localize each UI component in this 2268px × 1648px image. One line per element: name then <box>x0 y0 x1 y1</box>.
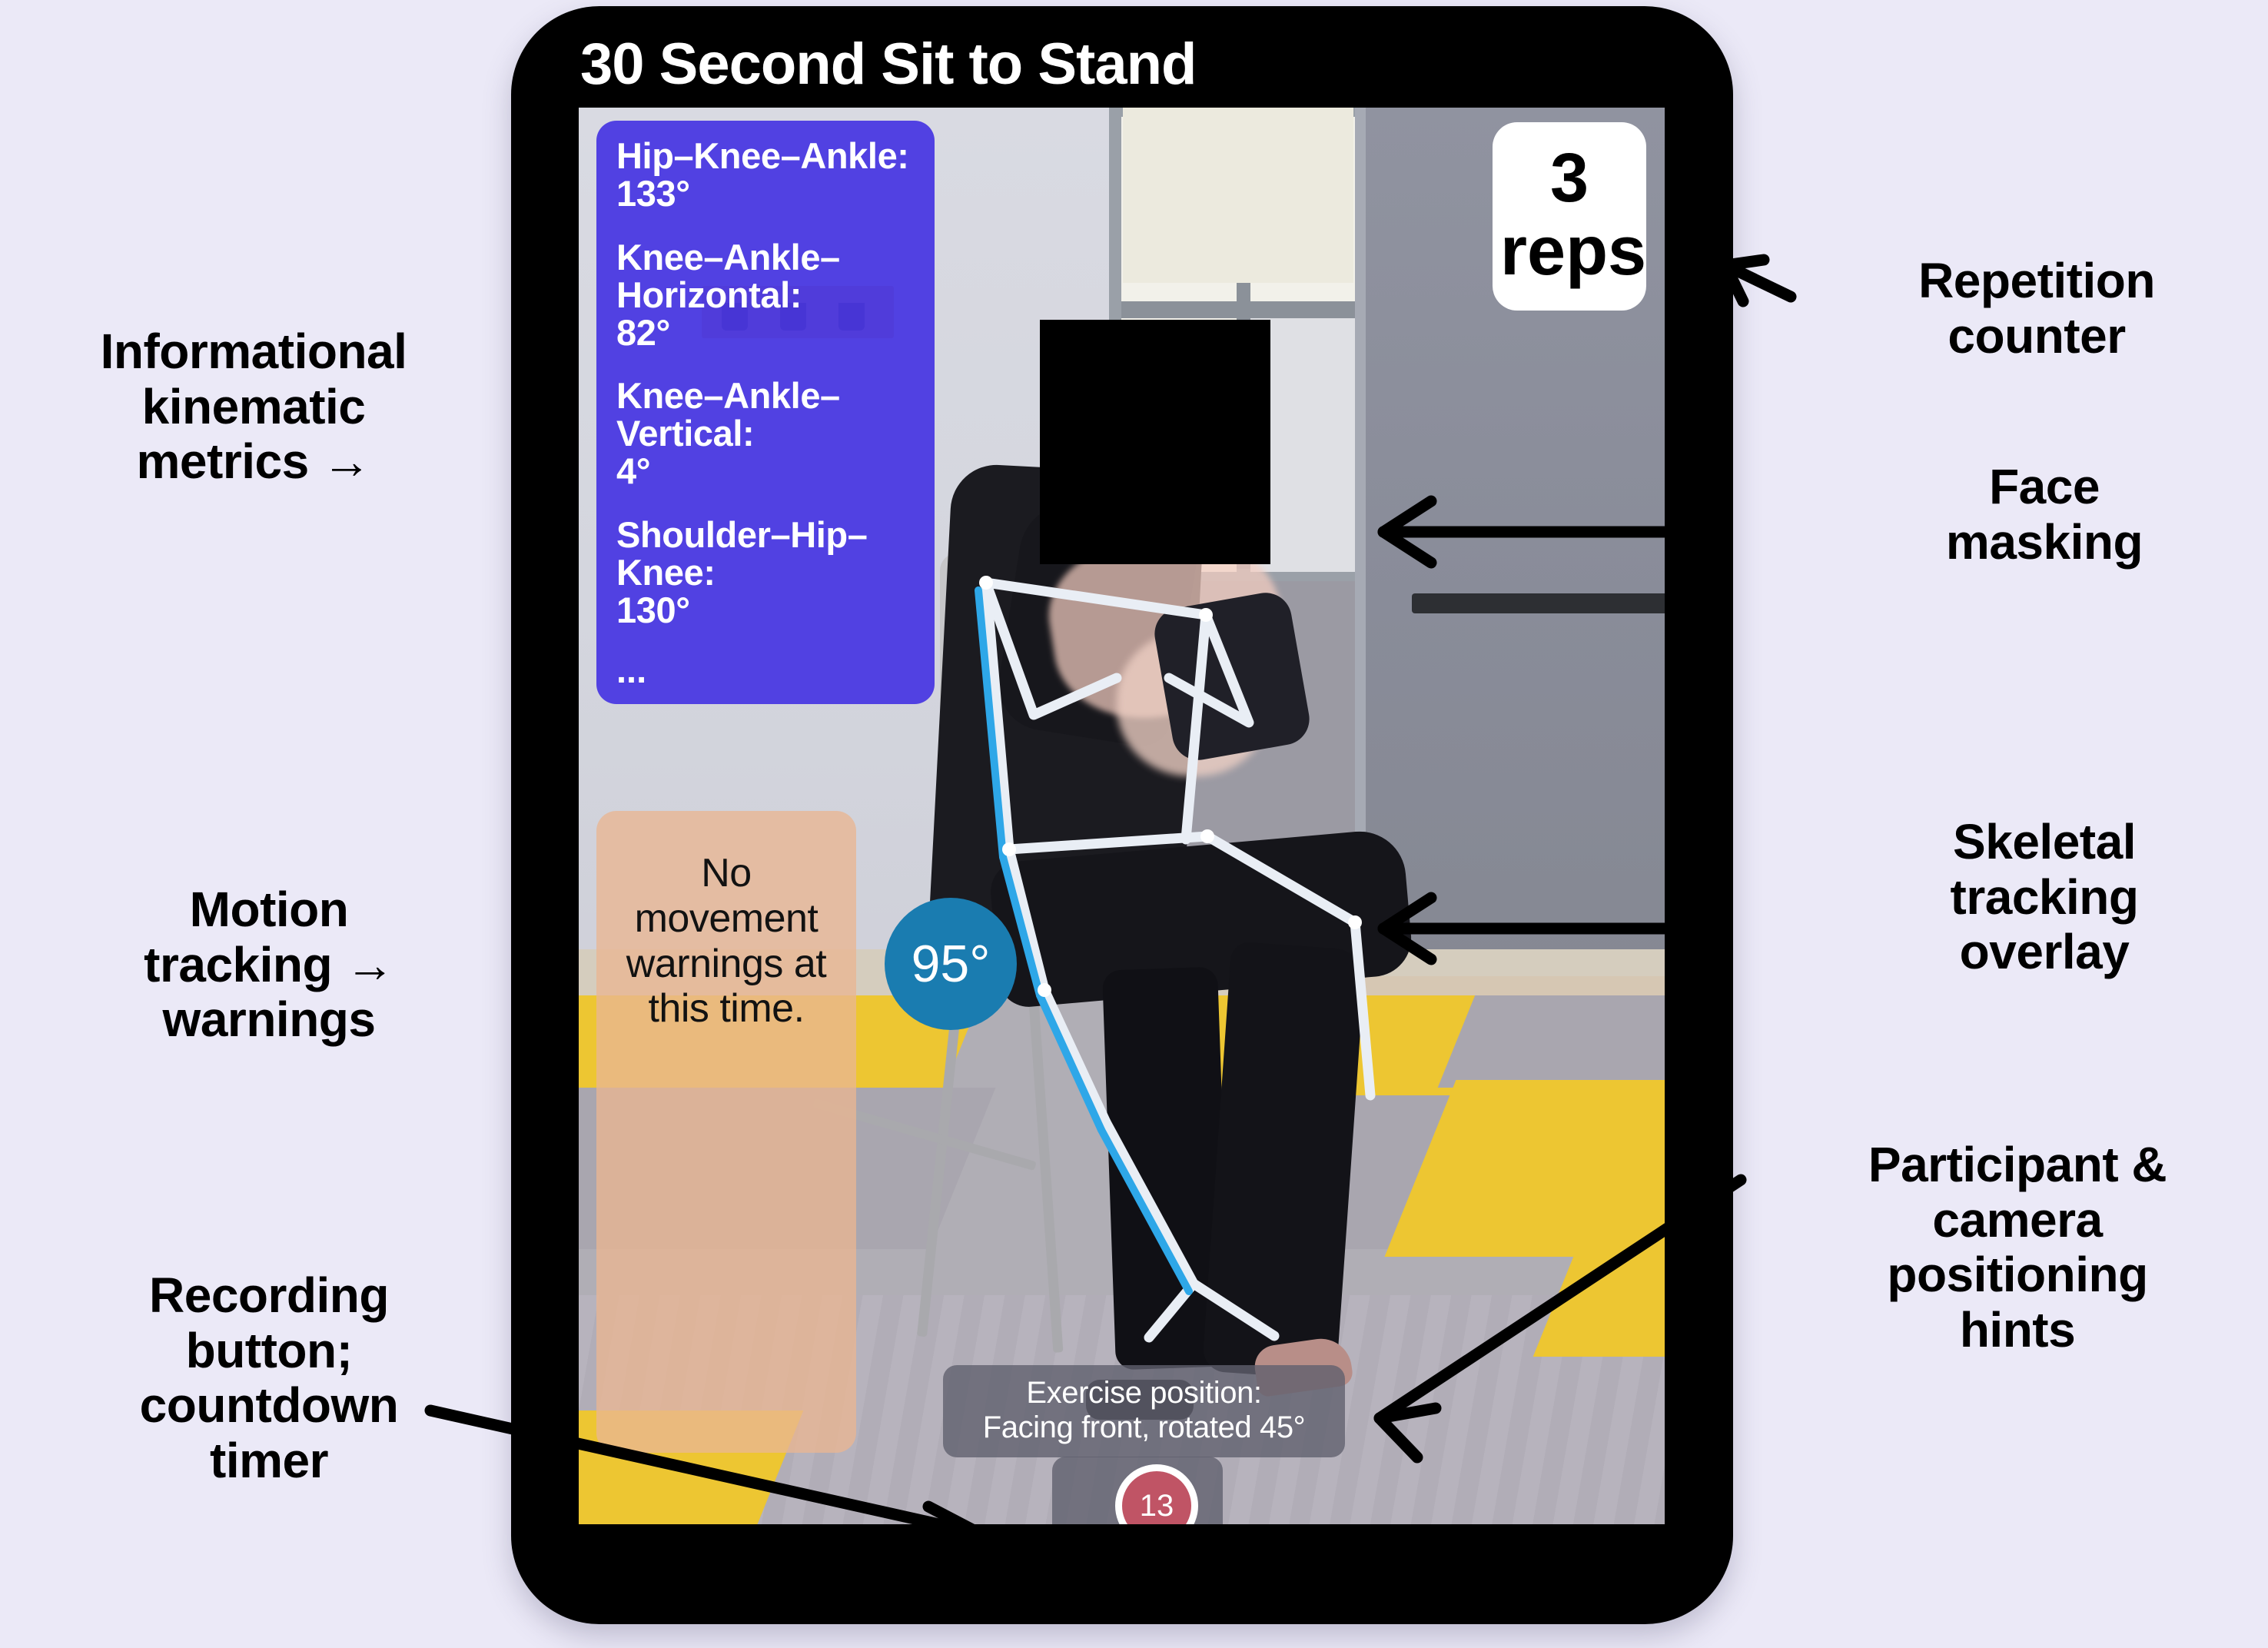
position-hint-value: Facing front, rotated 45° <box>982 1410 1306 1444</box>
repetition-count: 3 <box>1549 140 1589 217</box>
metrics-more-indicator: ... <box>616 649 647 690</box>
record-button-countdown-timer[interactable]: 13 <box>1115 1464 1198 1524</box>
page-title: 30 Second Sit to Stand <box>580 32 1197 97</box>
skeletal-tracking-overlay <box>975 576 1376 1343</box>
annotation-skeletal-tracking-overlay: Skeletal tracking overlay <box>1950 814 2139 980</box>
metric-label: Hip–Knee–Ankle: <box>616 135 909 176</box>
movement-warnings-panel: No movement warnings at this time. <box>596 811 856 1453</box>
camera-preview-screen: Hip–Knee–Ankle: 133° Knee–Ankle–Horizont… <box>579 108 1665 1524</box>
annotation-face-masking: Face masking <box>1945 459 2143 570</box>
metric-label: Knee–Ankle–Horizontal: <box>616 236 840 315</box>
arrow-repetition-counter <box>1719 259 1797 303</box>
metric-value: 133° <box>616 172 690 214</box>
annotation-participant-camera-positioning-hints: Participant & camera positioning hints <box>1868 1137 2167 1358</box>
position-hint-title: Exercise position: <box>1026 1376 1262 1410</box>
annotation-repetition-counter: Repetition counter <box>1918 253 2155 364</box>
tablet-device-frame: 30 Second Sit to Stand <box>511 6 1733 1624</box>
annotation-informational-kinematic-metrics: Informational kinematic metrics → <box>100 324 407 490</box>
metric-knee-ankle-vertical: Knee–Ankle–Vertical: 4° <box>616 377 918 490</box>
face-mask-box <box>1040 320 1270 564</box>
repetition-unit-label: reps <box>1500 212 1647 290</box>
metric-value: 130° <box>616 589 690 630</box>
kinematic-metrics-panel: Hip–Knee–Ankle: 133° Knee–Ankle–Horizont… <box>596 121 935 705</box>
metric-value: 4° <box>616 450 651 492</box>
annotation-recording-button-countdown-timer: Recording button; countdown timer <box>139 1268 399 1489</box>
movement-warnings-text: No movement warnings at this time. <box>626 851 827 1032</box>
joint-angle-badge: 95° <box>885 898 1017 1030</box>
metric-label: Shoulder–Hip–Knee: <box>616 514 868 593</box>
metric-knee-ankle-horizontal: Knee–Ankle–Horizontal: 82° <box>616 236 918 353</box>
annotation-motion-tracking-warnings: Motion tracking → warnings <box>144 882 394 1048</box>
repetition-counter-badge: 3 reps <box>1493 122 1646 311</box>
exercise-position-hint: Exercise position: Facing front, rotated… <box>943 1365 1345 1457</box>
metric-value: 82° <box>616 311 670 353</box>
metric-shoulder-hip-knee: Shoulder–Hip–Knee: 130° <box>616 514 918 630</box>
metric-hip-knee-ankle: Hip–Knee–Ankle: 133° <box>616 135 918 214</box>
metric-label: Knee–Ankle–Vertical: <box>616 375 840 454</box>
